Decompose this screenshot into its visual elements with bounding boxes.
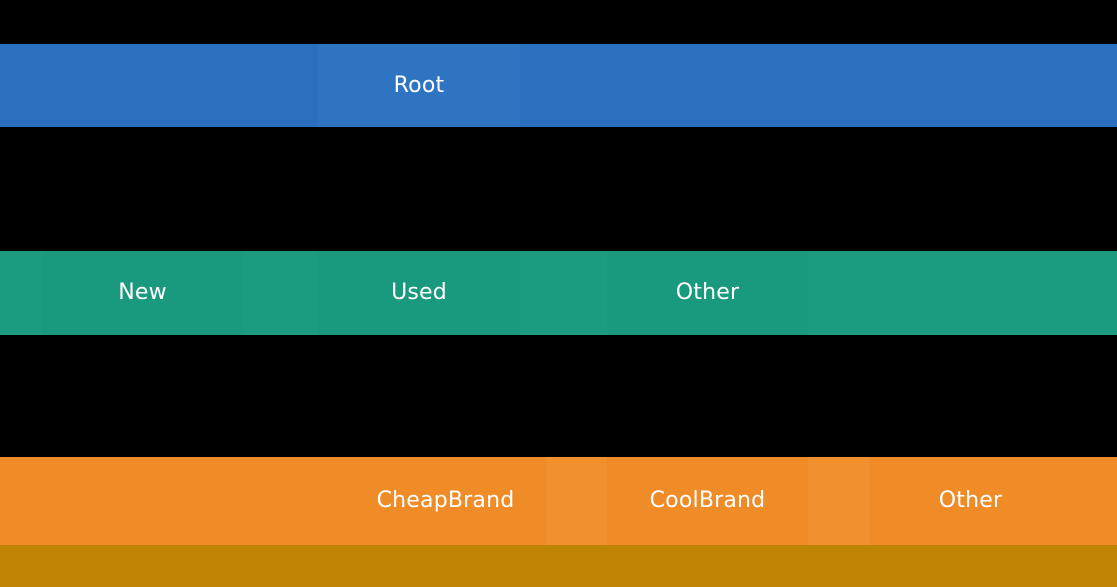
node-coolbrand[interactable]: CoolBrand <box>607 457 808 545</box>
node-segment-2-2[interactable] <box>546 457 607 545</box>
node-label: Other <box>938 488 1003 513</box>
node-segment-0-2[interactable] <box>520 44 1117 127</box>
node-segment-1-2[interactable] <box>243 251 318 335</box>
node-label: Other <box>675 280 740 305</box>
node-segment-2-4[interactable] <box>808 457 870 545</box>
brand-level: CheapBrand CoolBrand Other <box>0 457 1117 545</box>
node-label: CheapBrand <box>376 488 515 513</box>
node-segment-2-6[interactable] <box>1071 457 1117 545</box>
node-cheapbrand[interactable]: CheapBrand <box>345 457 546 545</box>
node-label: Used <box>391 280 447 305</box>
leaf-level <box>0 545 1117 587</box>
node-label: Root <box>393 72 445 98</box>
node-segment-1-0[interactable] <box>0 251 42 335</box>
node-segment-1-4[interactable] <box>520 251 607 335</box>
node-other[interactable]: Other <box>607 251 808 335</box>
node-segment-2-0[interactable] <box>0 457 345 545</box>
node-label: CoolBrand <box>649 488 766 513</box>
node-root[interactable]: Root <box>318 44 520 127</box>
node-segment-0-0[interactable] <box>0 44 318 127</box>
condition-level: New Used Other <box>0 251 1117 335</box>
node-label: New <box>118 280 167 305</box>
node-used[interactable]: Used <box>318 251 520 335</box>
node-segment-3-0[interactable] <box>0 545 1117 587</box>
node-new[interactable]: New <box>42 251 243 335</box>
node-segment-1-6[interactable] <box>808 251 1117 335</box>
node-other[interactable]: Other <box>870 457 1071 545</box>
root-level: Root <box>0 44 1117 127</box>
